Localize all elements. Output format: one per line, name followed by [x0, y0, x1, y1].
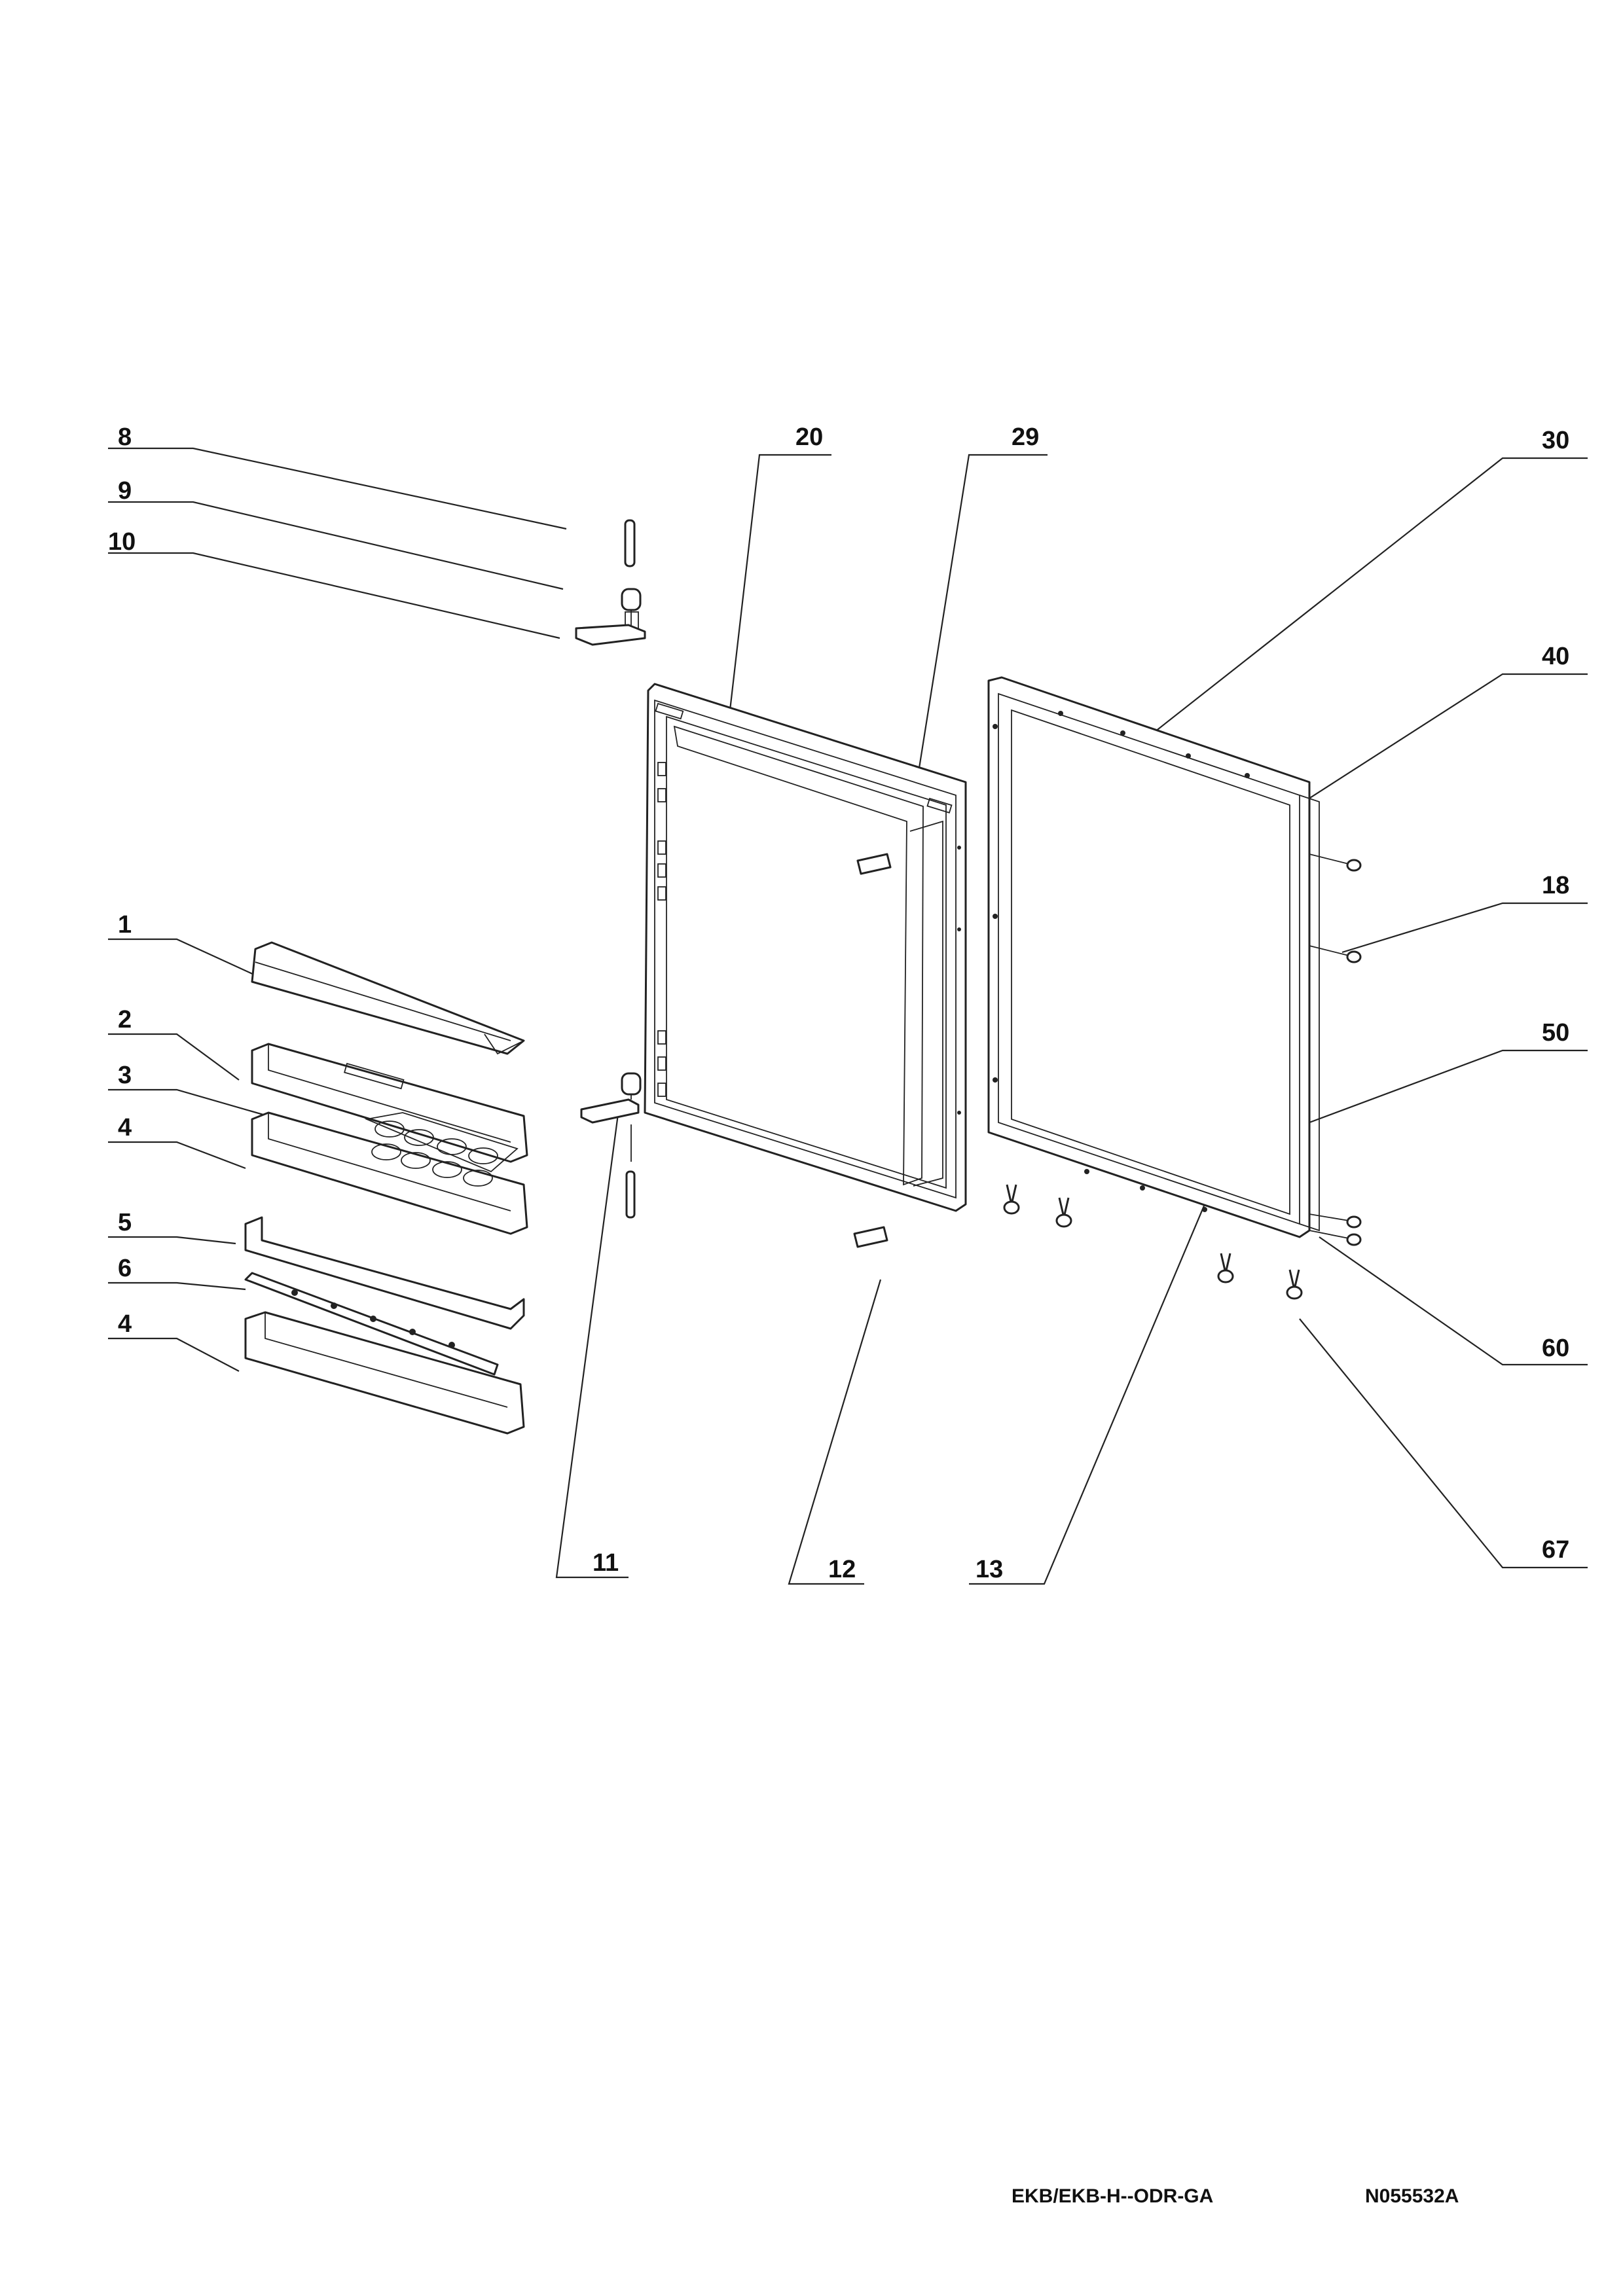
callout-30: 30: [1542, 427, 1569, 454]
bottle-retainer: [244, 1272, 499, 1376]
callout-2: 2: [118, 1006, 132, 1033]
callout-13: 13: [976, 1556, 1003, 1583]
door-panel-frame: [987, 676, 1320, 1238]
callout-9: 9: [118, 477, 132, 505]
callout-4b: 4: [118, 1310, 132, 1338]
callout-8: 8: [118, 423, 132, 451]
shelf-support-studs: [657, 762, 666, 1097]
drawing-number: N055532A: [1365, 2185, 1459, 2207]
door-shelf-large: [244, 1311, 525, 1435]
callout-50: 50: [1542, 1019, 1569, 1047]
callout-60: 60: [1542, 1335, 1569, 1362]
callout-40: 40: [1542, 643, 1569, 670]
callout-11: 11: [593, 1549, 619, 1577]
hinge-pin-bottom: [625, 1170, 636, 1219]
door-gasket: [673, 725, 924, 1186]
door-shelf-small: [251, 1043, 528, 1163]
callout-4a: 4: [118, 1114, 132, 1141]
callout-18: 18: [1542, 872, 1569, 899]
door-shelf-cover: [251, 941, 525, 1055]
model-code: EKB/EKB-H--ODR-GA: [1012, 2185, 1213, 2207]
callout-3: 3: [118, 1062, 132, 1089]
hinge-bushing-bottom: [621, 1072, 642, 1096]
top-hinge-assembly: [575, 519, 646, 646]
egg-tray-shelf: [251, 1111, 528, 1235]
callout-5: 5: [118, 1209, 132, 1236]
door-inner-liner: [644, 683, 967, 1212]
hinge-bracket-bottom: [580, 1098, 640, 1124]
title-block: EKB/EKB-H--ODR-GA N055532A: [1012, 2185, 1459, 2207]
egg-cups: [371, 1121, 498, 1187]
bottle-shelf-rail: [244, 1216, 525, 1330]
callout-20: 20: [795, 423, 823, 451]
callout-1: 1: [118, 911, 132, 939]
callout-6: 6: [118, 1255, 132, 1282]
callout-29: 29: [1012, 423, 1039, 451]
door-stop-clip-top: [856, 853, 892, 875]
callout-10: 10: [108, 528, 136, 556]
hinge-pin-top: [624, 519, 636, 567]
callout-67: 67: [1542, 1536, 1569, 1564]
callout-numbers: 8 9 10 20 29 30 40 18 50 60 67 1 2 3 4 5…: [108, 423, 1569, 1583]
hinge-bracket-top: [575, 624, 646, 646]
callout-12: 12: [828, 1556, 856, 1583]
hinge-bushing-top: [621, 588, 642, 611]
bottom-hinge-assembly: [580, 1072, 642, 1219]
door-stop-clip-bottom: [853, 1226, 888, 1248]
frame-screws: [1003, 853, 1362, 1300]
